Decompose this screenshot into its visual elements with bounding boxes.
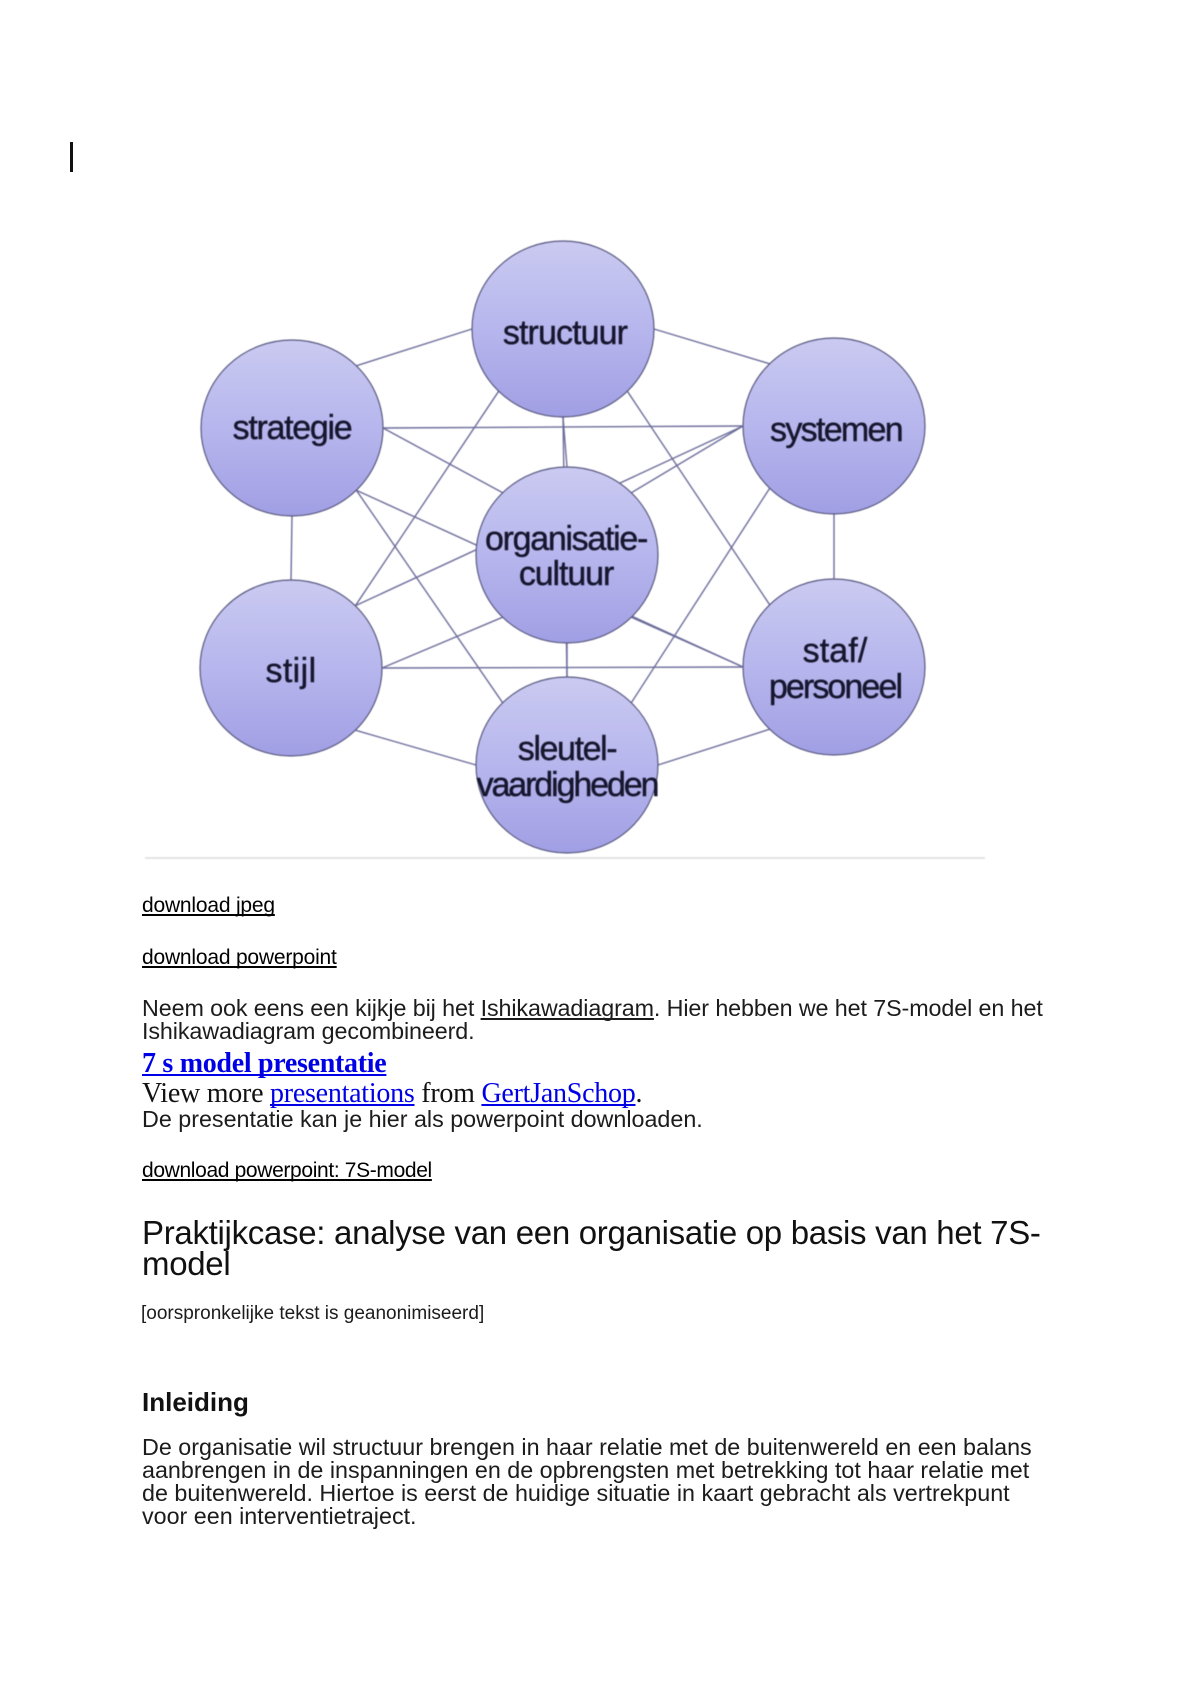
svg-text:vaardigheden: vaardigheden <box>477 766 658 804</box>
svg-text:personeel: personeel <box>769 668 902 706</box>
svg-text:sleutel-: sleutel- <box>518 730 616 768</box>
svg-text:staf/: staf/ <box>803 632 868 670</box>
svg-text:strategie: strategie <box>233 409 352 447</box>
svg-text:organisatie-: organisatie- <box>485 520 647 558</box>
svg-text:systemen: systemen <box>770 411 902 449</box>
svg-text:structuur: structuur <box>503 314 628 352</box>
svg-text:cultuur: cultuur <box>519 555 614 593</box>
svg-text:stijl: stijl <box>265 652 316 690</box>
